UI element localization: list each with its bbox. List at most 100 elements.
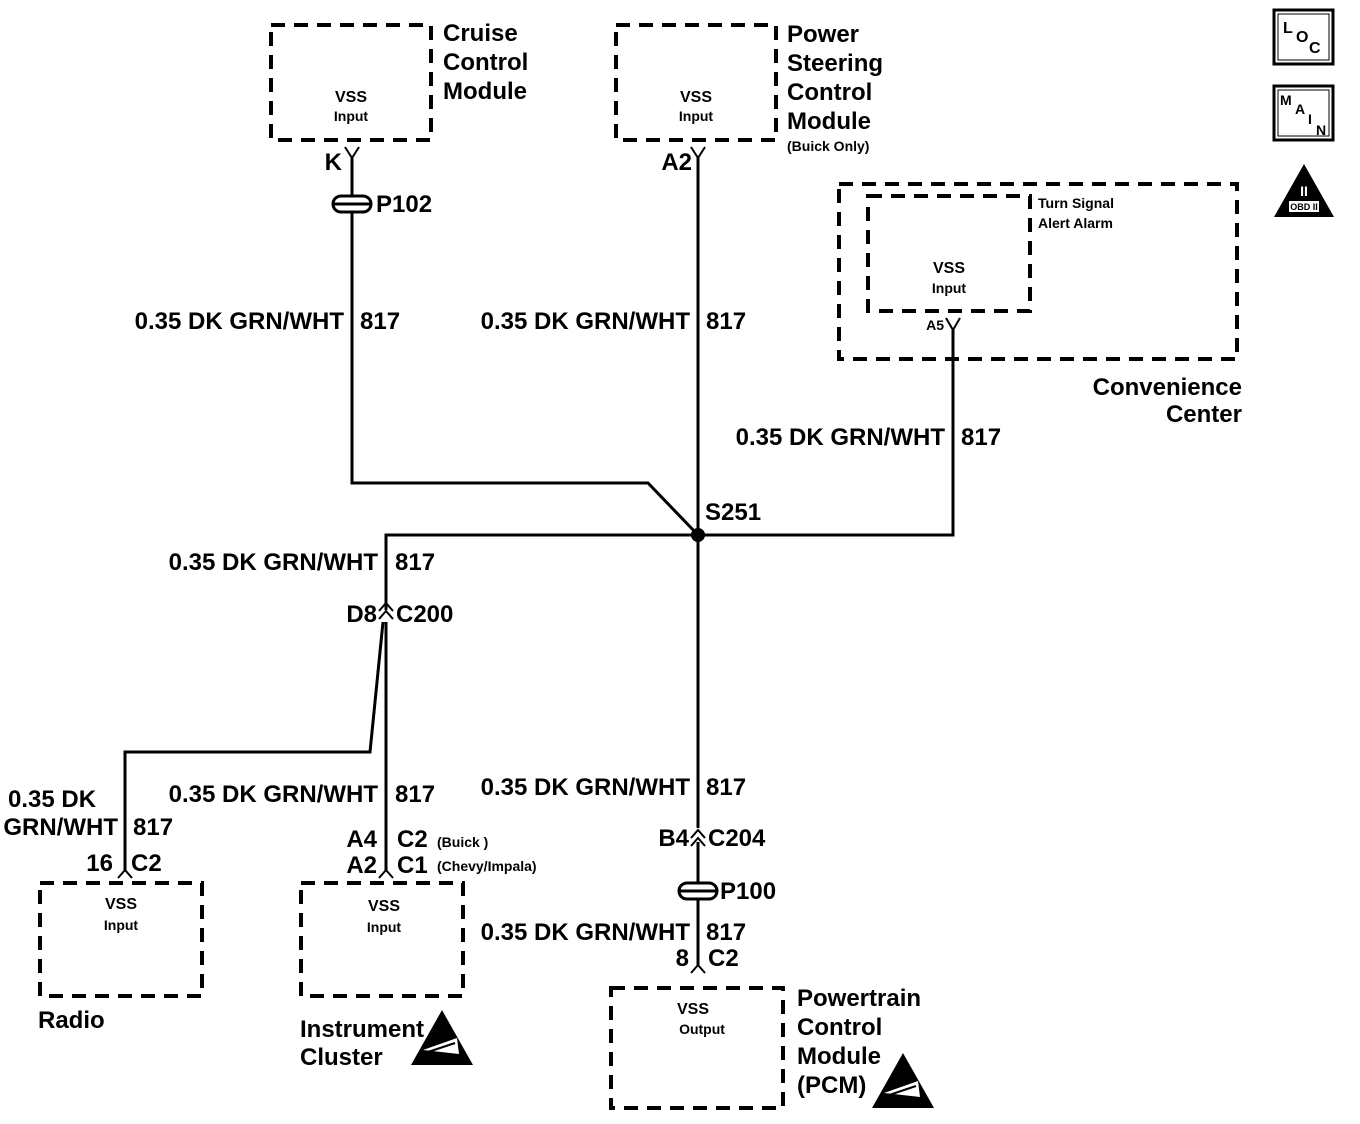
obd-ii-label: OBD II bbox=[1290, 202, 1318, 212]
turn-pin: A5 bbox=[926, 317, 944, 333]
cruise-name-1: Cruise bbox=[443, 20, 518, 47]
convenience-center-box bbox=[837, 182, 1239, 361]
radio-box bbox=[38, 881, 204, 998]
convenience-name-1: Convenience bbox=[1093, 374, 1242, 401]
pcm-pin: 8 bbox=[676, 945, 689, 972]
main-letter-n: N bbox=[1316, 122, 1326, 138]
cluster-conn-buick: C2 bbox=[397, 826, 428, 853]
circuit-number: 817 bbox=[395, 549, 435, 576]
cluster-name-1: Instrument bbox=[300, 1016, 424, 1043]
wire-label-power-steering: 0.35 DK GRN/WHT 817 bbox=[481, 308, 746, 335]
circuit-number: 817 bbox=[706, 774, 746, 801]
ps-note: (Buick Only) bbox=[787, 138, 869, 154]
power-steering-box bbox=[614, 23, 778, 142]
radio-name: Radio bbox=[38, 1007, 105, 1034]
main-badge-icon[interactable]: M A I N bbox=[1272, 84, 1335, 142]
ps-name-3: Control bbox=[787, 79, 872, 106]
pass-through-p102 bbox=[331, 194, 373, 214]
pcm-name-1: Powertrain bbox=[797, 985, 921, 1012]
cluster-pin-chevy: A2 bbox=[346, 852, 377, 879]
pcm-box-label-1: VSS bbox=[677, 1001, 709, 1018]
pass-through-p100 bbox=[677, 881, 719, 901]
wire-label-text: 0.35 DK GRN/WHT bbox=[135, 308, 345, 335]
circuit-number: 817 bbox=[360, 308, 400, 335]
main-letter-a: A bbox=[1295, 101, 1305, 117]
wire-radio bbox=[123, 621, 385, 870]
wire-label-pcm-upper: 0.35 DK GRN/WHT 817 bbox=[481, 774, 746, 801]
wire-label-cluster-trunk: 0.35 DK GRN/WHT 817 bbox=[169, 549, 435, 576]
wire-convenience bbox=[698, 330, 955, 537]
cluster-box-label-2: Input bbox=[367, 919, 402, 935]
radio-box-label-1: VSS bbox=[105, 896, 137, 913]
wire-label-cruise: 0.35 DK GRN/WHT 817 bbox=[135, 308, 400, 335]
pcm-name-4: (PCM) bbox=[797, 1072, 866, 1099]
turn-box-label-1: VSS bbox=[933, 260, 965, 277]
wire-label-convenience: 0.35 DK GRN/WHT 817 bbox=[736, 424, 1001, 451]
turn-box-label-2: Input bbox=[932, 280, 967, 296]
p100-label: P100 bbox=[720, 878, 776, 905]
turn-signal-box bbox=[866, 194, 1032, 313]
p102-label: P102 bbox=[376, 191, 432, 218]
wire-label-text: 0.35 DK GRN/WHT bbox=[481, 308, 691, 335]
ps-name-4: Module bbox=[787, 108, 871, 135]
radio-pin: 16 bbox=[86, 850, 113, 877]
connector-symbols bbox=[117, 146, 961, 974]
cluster-box-label-1: VSS bbox=[368, 898, 400, 915]
loc-badge-icon[interactable]: L O C bbox=[1272, 8, 1335, 66]
instrument-cluster-box bbox=[299, 881, 465, 998]
wire-cruise bbox=[350, 158, 700, 537]
pcm-name-3: Module bbox=[797, 1043, 881, 1070]
splice-label: S251 bbox=[705, 499, 761, 526]
wire-label-cluster: 0.35 DK GRN/WHT 817 bbox=[169, 781, 435, 808]
turn-name-1: Turn Signal bbox=[1038, 195, 1114, 211]
pcm-box bbox=[609, 986, 785, 1110]
loc-letter-o: O bbox=[1296, 29, 1308, 46]
ps-name-1: Power bbox=[787, 21, 859, 48]
ps-box-label-1: VSS bbox=[680, 89, 712, 106]
splice-dot bbox=[691, 528, 705, 542]
cluster-note-chevy: (Chevy/Impala) bbox=[437, 858, 537, 874]
turn-name-2: Alert Alarm bbox=[1038, 215, 1113, 231]
c200-conn: C200 bbox=[396, 601, 453, 628]
pcm-conn: C2 bbox=[708, 945, 739, 972]
obd-ii-triangle-icon: II OBD II bbox=[1274, 164, 1334, 217]
wires bbox=[123, 158, 955, 965]
wire-label-text: 0.35 DK GRN/WHT bbox=[169, 781, 379, 808]
circuit-number: 817 bbox=[961, 424, 1001, 451]
esd-warning-icon bbox=[411, 1010, 473, 1065]
loc-letter-l: L bbox=[1283, 20, 1293, 37]
wire-cluster-trunk bbox=[384, 533, 698, 610]
cruise-box-label-2: Input bbox=[334, 108, 369, 124]
loc-letter-c: C bbox=[1309, 40, 1321, 57]
c204-pin: B4 bbox=[658, 825, 689, 852]
cluster-name-2: Cluster bbox=[300, 1044, 383, 1071]
cruise-box-label-1: VSS bbox=[335, 89, 367, 106]
wire-label-text-1: 0.35 DK bbox=[8, 786, 97, 813]
c200-pin: D8 bbox=[346, 601, 377, 628]
cruise-name-3: Module bbox=[443, 78, 527, 105]
main-letter-m: M bbox=[1280, 92, 1292, 108]
obd-ii-numeral: II bbox=[1300, 183, 1308, 199]
cruise-name-2: Control bbox=[443, 49, 528, 76]
main-letter-i: I bbox=[1308, 111, 1312, 127]
radio-conn: C2 bbox=[131, 850, 162, 877]
cruise-control-box bbox=[269, 23, 433, 142]
cluster-conn-chevy: C1 bbox=[397, 852, 428, 879]
radio-box-label-2: Input bbox=[104, 917, 139, 933]
esd-warning-icon bbox=[872, 1053, 934, 1108]
ps-box-label-2: Input bbox=[679, 108, 714, 124]
ps-pin: A2 bbox=[661, 149, 692, 176]
wire-label-radio: 0.35 DK GRN/WHT 817 bbox=[3, 786, 173, 841]
wire-label-text-2: GRN/WHT bbox=[3, 814, 118, 841]
circuit-number: 817 bbox=[706, 919, 746, 946]
cluster-note-buick: (Buick ) bbox=[437, 834, 488, 850]
circuit-number: 817 bbox=[133, 814, 173, 841]
c204-conn: C204 bbox=[708, 825, 766, 852]
cluster-pin-buick: A4 bbox=[346, 826, 377, 853]
wire-label-pcm-lower: 0.35 DK GRN/WHT 817 bbox=[481, 919, 746, 946]
wire-label-text: 0.35 DK GRN/WHT bbox=[169, 549, 379, 576]
circuit-number: 817 bbox=[706, 308, 746, 335]
pcm-box-label-2: Output bbox=[679, 1021, 725, 1037]
wire-label-text: 0.35 DK GRN/WHT bbox=[481, 774, 691, 801]
